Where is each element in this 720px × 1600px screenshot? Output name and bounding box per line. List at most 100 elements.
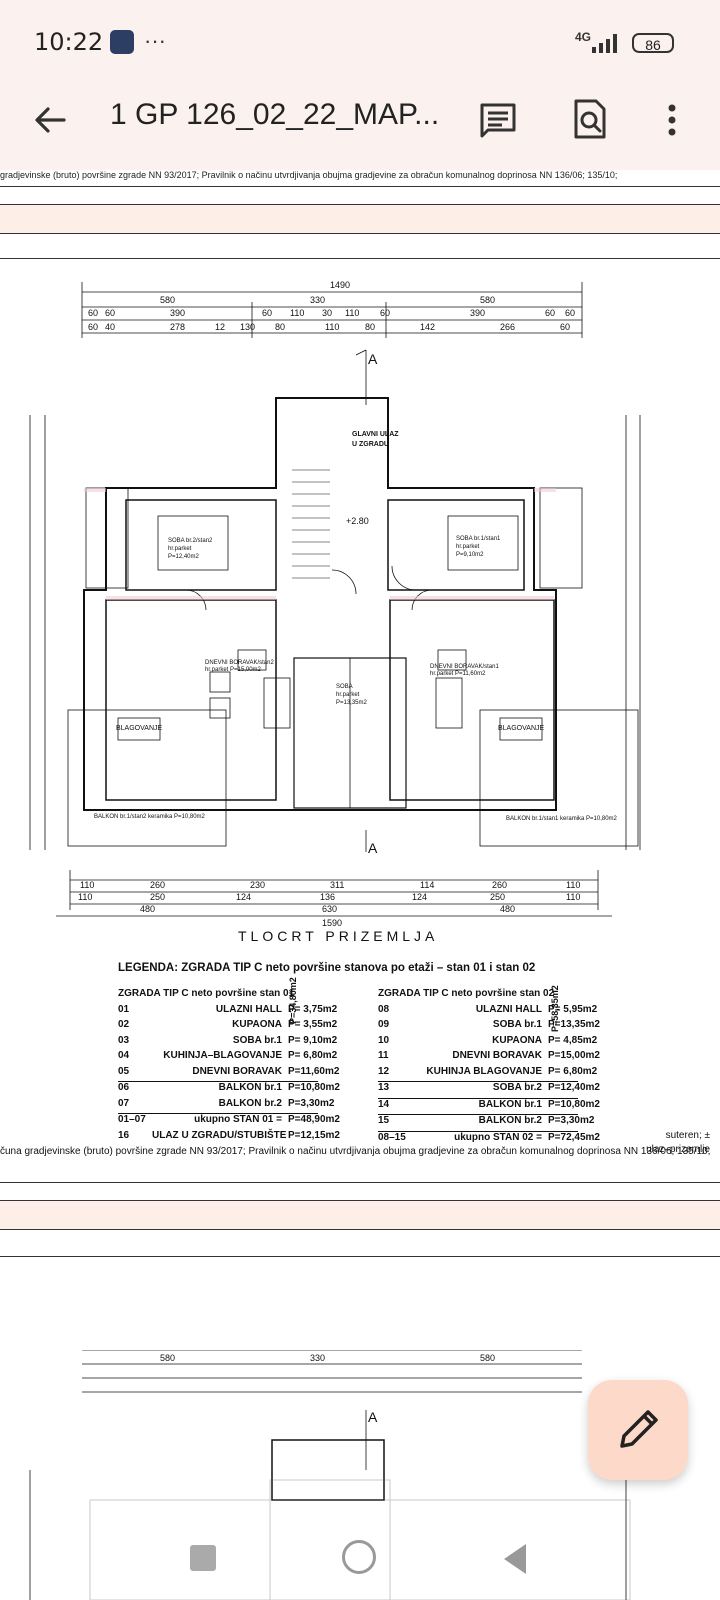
legend-no: 08–15 <box>378 1131 406 1143</box>
page-footnote: čuna gradjevinske (bruto) površine zgrad… <box>0 1146 711 1157</box>
more-options-icon[interactable] <box>660 100 684 140</box>
legend-area: P=13,35m2 <box>548 1019 600 1030</box>
svg-text:60: 60 <box>380 308 390 318</box>
svg-text:U ZGRADU: U ZGRADU <box>352 441 389 448</box>
svg-text:142: 142 <box>420 322 435 332</box>
svg-text:60: 60 <box>88 308 98 318</box>
svg-text:124: 124 <box>236 892 251 902</box>
svg-text:SOBA br.2/stan2: SOBA br.2/stan2 <box>168 538 213 544</box>
svg-text:80: 80 <box>365 322 375 332</box>
svg-text:260: 260 <box>492 880 507 890</box>
status-bar: 10:22 ··· 4G 86 <box>0 0 720 84</box>
svg-text:P=9,10m2: P=9,10m2 <box>456 552 484 558</box>
svg-text:480: 480 <box>500 904 515 914</box>
svg-text:60: 60 <box>262 308 272 318</box>
legend-no: 10 <box>378 1034 390 1046</box>
document-viewport[interactable]: gradjevinske (bruto) površine zgrade NN … <box>0 170 720 1600</box>
legend-name: ukupno STAN 01 = <box>194 1114 282 1125</box>
back-arrow-icon[interactable] <box>30 100 70 140</box>
comment-icon[interactable] <box>478 100 518 140</box>
svg-text:1590: 1590 <box>322 918 342 928</box>
svg-text:hr.parket: hr.parket <box>336 692 360 698</box>
svg-text:260: 260 <box>150 880 165 890</box>
legend-area: P= 6,80m2 <box>288 1050 338 1061</box>
svg-text:A: A <box>368 840 378 856</box>
svg-text:BALKON br.1/stan2 keramika P=1: BALKON br.1/stan2 keramika P=10,80m2 <box>94 814 206 820</box>
find-in-document-icon[interactable] <box>570 98 610 140</box>
svg-text:hr.parket: hr.parket <box>456 544 480 550</box>
legend-name: SOBA br.1 <box>232 1034 282 1046</box>
svg-text:hr.parket P=11,60m2: hr.parket P=11,60m2 <box>430 671 486 677</box>
svg-text:12: 12 <box>215 322 225 332</box>
signal-icon <box>592 34 617 53</box>
legend-area: P=3,30m2 <box>548 1115 595 1126</box>
legend-no: 11 <box>378 1050 389 1061</box>
document-title: 1 GP 126_02_22_MAP... <box>110 98 440 131</box>
svg-text:110: 110 <box>80 880 94 890</box>
network-type: 4G <box>575 30 592 44</box>
app-toolbar: 1 GP 126_02_22_MAP... <box>0 84 720 156</box>
legend-no: 15 <box>378 1115 390 1126</box>
legend-no: 08 <box>378 1003 390 1015</box>
home-button[interactable] <box>342 1540 376 1574</box>
legend-left-title: ZGRADA TIP C neto površine stan 01 <box>118 988 295 999</box>
svg-text:278: 278 <box>170 322 185 332</box>
legend-area: P= 9,10m2 <box>288 1034 338 1046</box>
legend-no: 04 <box>118 1050 130 1061</box>
page-rule <box>0 258 720 259</box>
svg-text:130: 130 <box>240 322 255 332</box>
svg-text:580: 580 <box>480 295 495 305</box>
legend-name: DNEVNI BORAVAK <box>192 1065 282 1077</box>
svg-text:A: A <box>368 1409 378 1425</box>
legend-name: ULAZNI HALL <box>215 1003 282 1015</box>
svg-text:+2.80: +2.80 <box>346 516 369 526</box>
legend-right-subtotal: P=58,35m2 <box>550 985 560 1032</box>
svg-text:330: 330 <box>310 1353 325 1363</box>
page-separator <box>0 1200 720 1230</box>
legend-name: SOBA br.1 <box>492 1019 542 1030</box>
page-header-fragment: gradjevinske (bruto) površine zgrade NN … <box>0 170 618 180</box>
legend-name: ukupno STAN 02 = <box>454 1131 542 1143</box>
svg-text:P=13,35m2: P=13,35m2 <box>336 700 368 706</box>
dim-total-top: 1490 <box>330 280 350 290</box>
page-separator <box>0 204 720 234</box>
legend-area: P=10,80m2 <box>548 1098 600 1110</box>
svg-text:311: 311 <box>330 880 344 890</box>
svg-text:DNEVNI BORAVAK/stan2: DNEVNI BORAVAK/stan2 <box>205 660 274 666</box>
legend-heading: LEGENDA: ZGRADA TIP C neto površine stan… <box>118 962 536 974</box>
legend-area: P=10,80m2 <box>288 1082 340 1093</box>
svg-text:110: 110 <box>78 892 92 902</box>
edit-fab-button[interactable] <box>588 1380 688 1480</box>
legend-name: DNEVNI BORAVAK <box>452 1050 542 1061</box>
nav-back-button[interactable] <box>500 1542 530 1576</box>
legend-name: BALKON br.1 <box>218 1082 282 1093</box>
page-rule <box>0 1256 720 1257</box>
legend-name: KUPAONA <box>492 1034 542 1046</box>
svg-text:630: 630 <box>322 904 337 914</box>
svg-text:60: 60 <box>565 308 575 318</box>
legend-area: P=11,60m2 <box>288 1065 340 1077</box>
page-rule <box>0 186 720 187</box>
svg-text:80: 80 <box>275 322 285 332</box>
legend-name: ULAZ U ZGRADU/STUBIŠTE <box>152 1129 287 1141</box>
more-notifications-icon: ··· <box>144 28 166 53</box>
svg-text:60: 60 <box>88 322 98 332</box>
legend-area: P= 6,80m2 <box>548 1065 598 1077</box>
recent-apps-button[interactable] <box>190 1545 216 1571</box>
svg-text:DNEVNI BORAVAK/stan1: DNEVNI BORAVAK/stan1 <box>430 664 499 670</box>
svg-text:P=12,40m2: P=12,40m2 <box>168 554 200 560</box>
svg-text:330: 330 <box>310 295 325 305</box>
svg-text:60: 60 <box>560 322 570 332</box>
legend-area: P= 3,75m2 <box>288 1003 338 1015</box>
plan-title: TLOCRT PRIZEMLJA <box>238 928 439 944</box>
